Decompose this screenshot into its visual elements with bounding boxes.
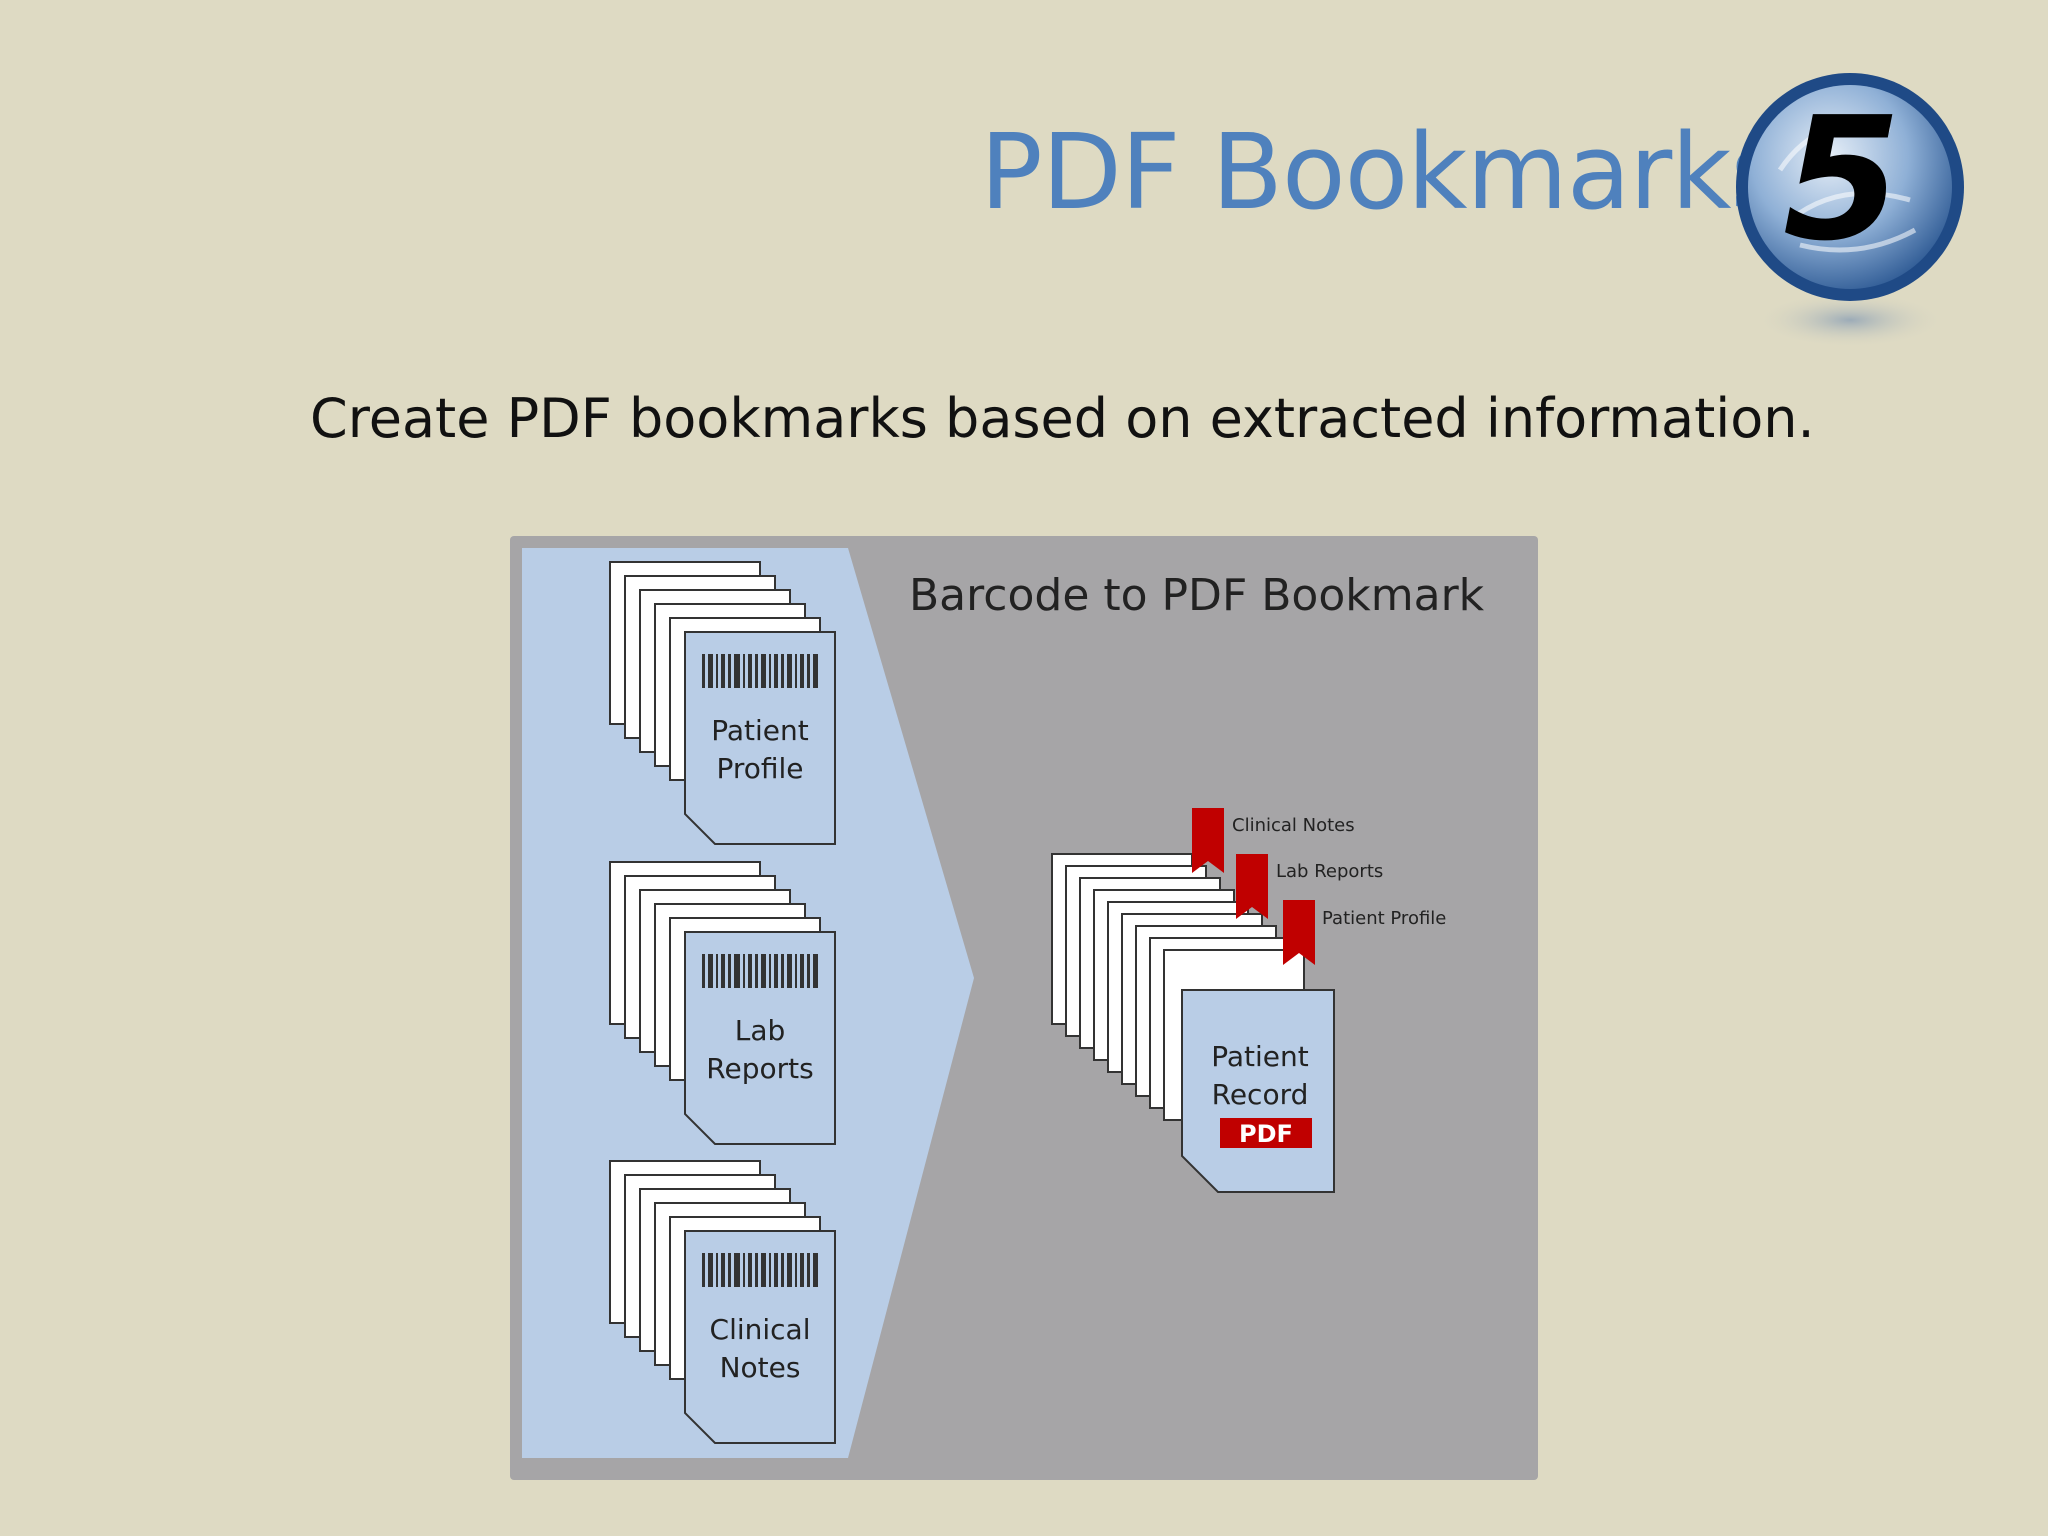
stack-label-line2: Reports [706, 1052, 813, 1085]
slide-title: PDF Bookmarks [980, 111, 1785, 233]
bookmark-label: Patient Profile [1322, 908, 1446, 929]
step-number-badge: 5 [1736, 73, 1964, 348]
bookmark-label: Clinical Notes [1232, 815, 1355, 836]
pdf-badge-icon [1220, 1118, 1312, 1148]
output-pdf-stack: Clinical Notes Lab Reports Patient Profi… [1051, 808, 1446, 1193]
stack-label-line1: Patient [711, 714, 809, 747]
bookmark-ribbon-patient-profile [1283, 900, 1315, 965]
output-label-line1: Patient [1211, 1040, 1309, 1073]
bookmark-ribbon-clinical-notes [1192, 808, 1224, 873]
badge-swirl [1777, 122, 1917, 253]
source-stack-lab-reports: Lab Reports [609, 861, 836, 1145]
pdf-badge-label: PDF [1239, 1120, 1293, 1148]
barcode-icon [702, 1253, 818, 1287]
bookmark-ribbon-lab-reports [1236, 854, 1268, 919]
bookmark-label: Lab Reports [1276, 861, 1383, 882]
source-stack-patient-profile: Patient Profile [609, 561, 836, 845]
badge-reflection [1755, 292, 1945, 348]
stack-label-line2: Notes [720, 1351, 801, 1384]
source-stack-clinical-notes: Clinical Notes [609, 1160, 836, 1444]
slide-subtitle: Create PDF bookmarks based on extracted … [310, 387, 1815, 450]
badge-number: 5 [1783, 81, 1901, 279]
barcode-icon [702, 954, 818, 988]
stack-label-line1: Clinical [710, 1313, 811, 1346]
stack-label-line1: Lab [735, 1014, 786, 1047]
diagram-heading: Barcode to PDF Bookmark [909, 570, 1485, 621]
output-label-line2: Record [1212, 1078, 1309, 1111]
barcode-diagram: Barcode to PDF Bookmark [510, 536, 1538, 1480]
barcode-icon [702, 654, 818, 688]
stack-label-line2: Profile [716, 752, 803, 785]
